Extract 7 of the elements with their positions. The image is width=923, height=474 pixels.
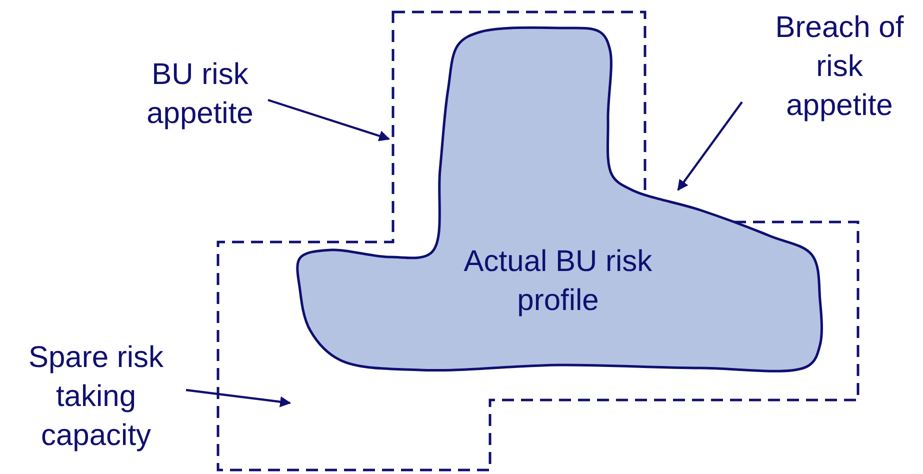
arrow (677, 101, 743, 191)
arrow (268, 98, 390, 142)
label-text: BU risk appetite (146, 57, 254, 132)
label-text: Spare risk taking capacity (27, 340, 165, 454)
arrow (186, 388, 292, 408)
label-text: Actual BU risk profile (462, 244, 654, 319)
label-text: Breach of risk appetite (774, 10, 905, 124)
